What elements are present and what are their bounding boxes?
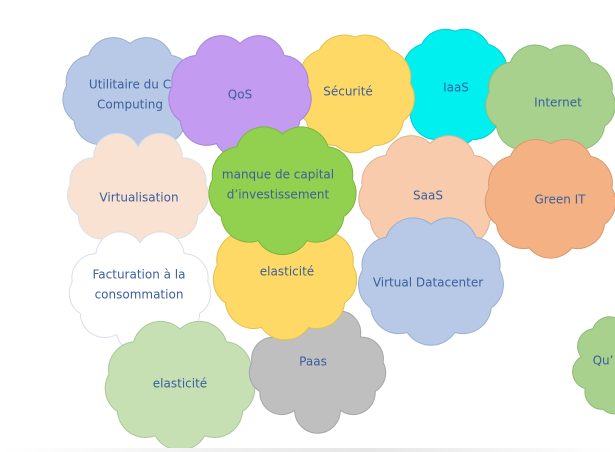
- cloud-virtual-datacenter: Virtual Datacenter: [358, 217, 504, 346]
- cloud-internet: Internet: [485, 44, 615, 161]
- cloud-label: Internet: [534, 96, 582, 110]
- cloud-qos: QoS: [168, 35, 312, 159]
- cloud-shape: [208, 126, 357, 256]
- cloud-virtualisation: Virtualisation: [67, 133, 209, 259]
- cloud-securite: Sécurité: [295, 34, 415, 154]
- cloud-label: Facturation à la: [92, 268, 185, 282]
- cloud-label: Virtual Datacenter: [373, 276, 483, 290]
- cloud-label: IaaS: [443, 81, 469, 95]
- cloud-elasticite-green: elasticité: [104, 320, 256, 451]
- cloud-utilitaire: Utilitaire du C Computing: [62, 37, 198, 156]
- cloud-label: manque de capital: [222, 168, 334, 182]
- cloud-label: consommation: [95, 288, 184, 302]
- cloud-shape: [212, 212, 358, 341]
- cloud-shape: [358, 217, 504, 346]
- cloud-label: elasticité: [153, 377, 207, 391]
- cloud-elasticite-yellow: elasticité: [212, 212, 358, 341]
- cloud-label: Sécurité: [323, 85, 373, 99]
- cloud-label: QoS: [228, 88, 252, 102]
- cloud-label: d’investissement: [227, 188, 330, 202]
- cloud-manque: manque de capital d’investissement: [208, 126, 357, 256]
- cloud-label: Green IT: [534, 193, 586, 207]
- cloud-label: Utilitaire du C: [89, 78, 171, 92]
- cloud-qu: Qu’: [572, 316, 615, 415]
- cloud-paas: Paas: [248, 310, 387, 434]
- cloud-label: SaaS: [413, 189, 443, 203]
- cloud-label: elasticité: [260, 265, 314, 279]
- cloud-shape: [295, 34, 415, 154]
- cloud-shape: [572, 316, 615, 415]
- cloud-label: Computing: [97, 98, 163, 112]
- bottom-divider: [0, 448, 615, 452]
- cloud-label: Qu’: [593, 354, 614, 368]
- cloud-label: Virtualisation: [99, 191, 178, 205]
- cloud-label: Paas: [299, 355, 327, 369]
- cloud-green-it: Green IT: [484, 139, 615, 259]
- cloud-shape: [248, 310, 387, 434]
- cloud-shape: [484, 139, 615, 259]
